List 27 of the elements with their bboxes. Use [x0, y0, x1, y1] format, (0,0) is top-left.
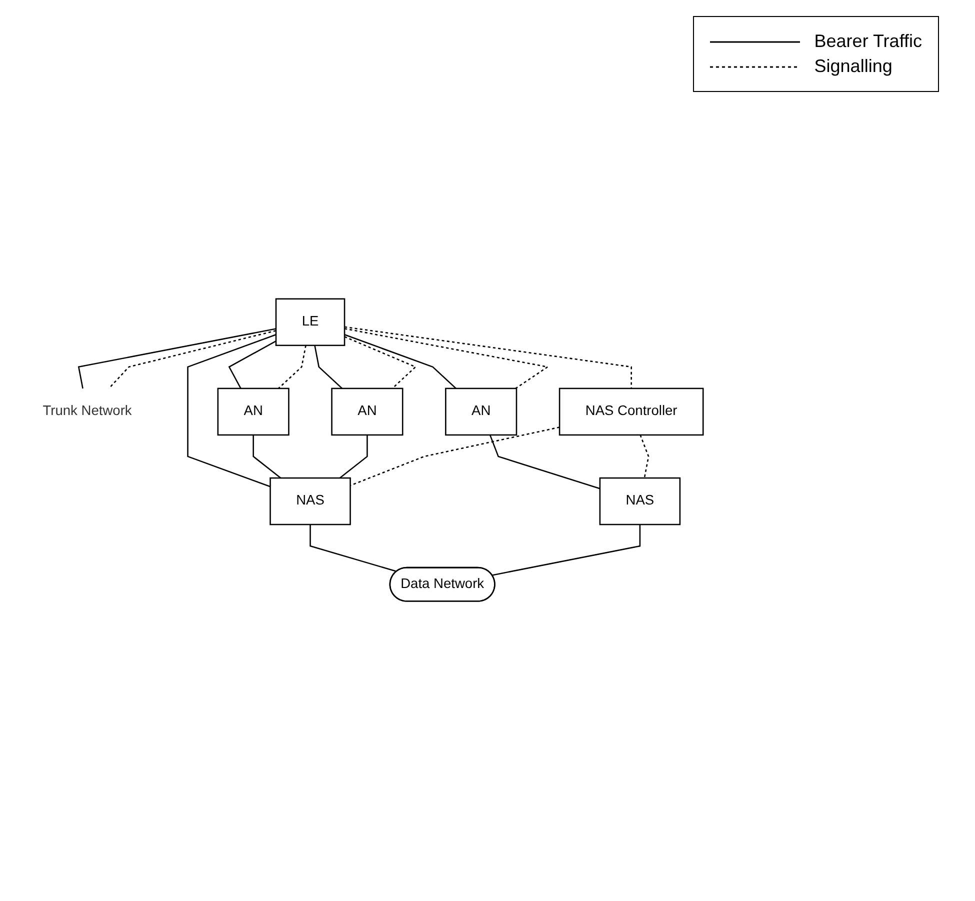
connector	[339, 434, 368, 478]
connector	[344, 336, 417, 389]
connector	[310, 524, 398, 572]
node-box: AN	[331, 388, 404, 436]
connector	[278, 345, 306, 389]
connector	[187, 334, 276, 488]
connector	[344, 328, 550, 389]
node-box: NAS Controller	[558, 388, 704, 436]
connector	[489, 434, 600, 490]
connector	[640, 434, 650, 478]
node-box: LE	[275, 298, 346, 346]
legend-label: Bearer Traffic	[814, 31, 922, 52]
connector	[344, 326, 632, 388]
legend-label: Signalling	[814, 56, 892, 77]
connector	[78, 328, 276, 389]
connector	[492, 524, 641, 576]
connector	[252, 434, 282, 478]
connector	[350, 426, 560, 486]
connector	[344, 334, 456, 389]
connector	[314, 345, 343, 389]
connector	[228, 340, 276, 389]
node-box: AN	[217, 388, 290, 436]
node-text: Trunk Network	[42, 404, 132, 419]
node-box: NAS	[270, 477, 351, 526]
connector	[108, 330, 276, 389]
node-box: NAS	[599, 477, 681, 526]
node-box: AN	[445, 388, 518, 436]
